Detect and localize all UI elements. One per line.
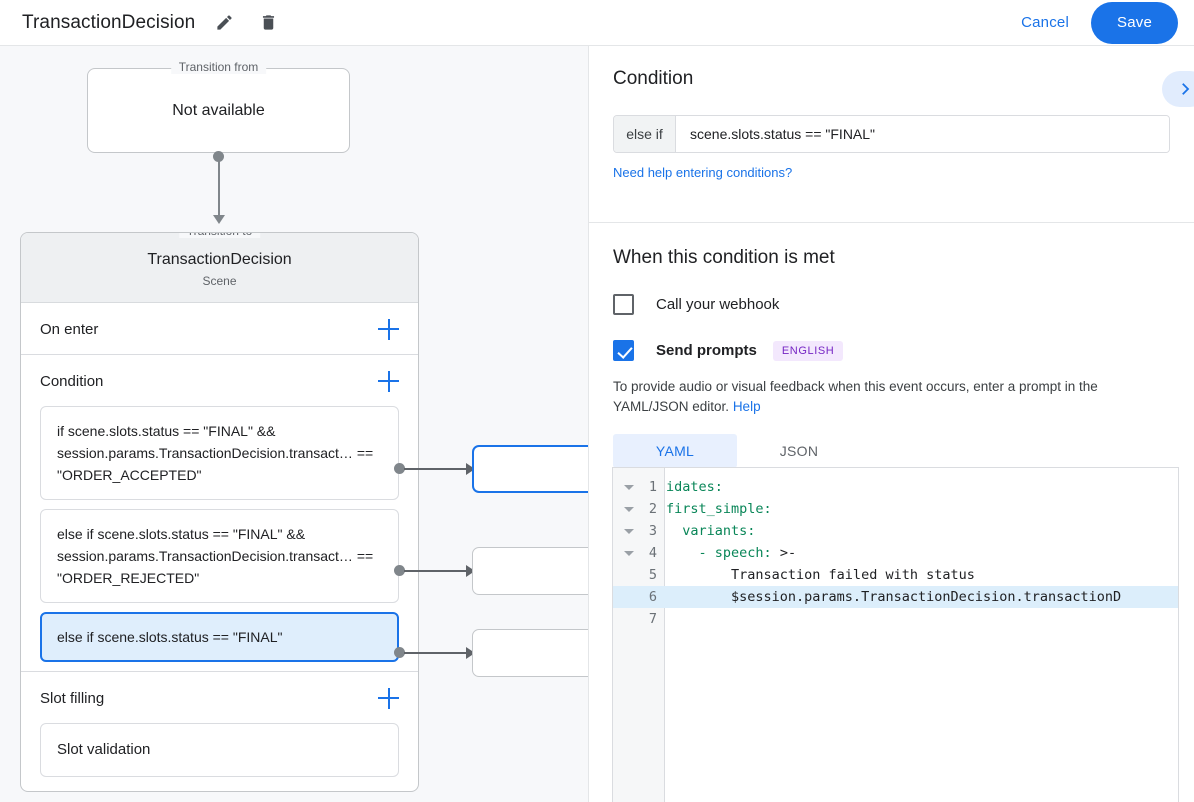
- section-condition-title: Condition: [40, 372, 104, 390]
- editor-line-code: idates:: [666, 479, 723, 495]
- transition-to-legend: Transition to: [178, 233, 261, 238]
- connector-line: [404, 652, 468, 654]
- trash-icon[interactable]: [253, 8, 283, 38]
- send-prompts-checkbox[interactable]: [613, 340, 634, 361]
- transition-from-body: Not available: [87, 68, 350, 153]
- editor-line-number: 6: [648, 589, 657, 605]
- editor-line-code: $session.params.TransactionDecision.tran…: [666, 589, 1122, 605]
- arrow-head-icon: [213, 215, 225, 224]
- scene-card-header: Transition to TransactionDecision Scene: [21, 233, 418, 303]
- section-on-enter-title: On enter: [40, 320, 99, 338]
- call-webhook-label: Call your webhook: [656, 296, 780, 313]
- target-box-2[interactable]: [472, 547, 588, 595]
- condition-list-item-selected[interactable]: else if scene.slots.status == "FINAL": [40, 612, 399, 662]
- prompts-description-text: To provide audio or visual feedback when…: [613, 379, 1098, 414]
- section-on-enter: On enter: [21, 303, 418, 355]
- transition-arrow: [213, 151, 225, 271]
- editor-line-code: Transaction failed with status: [666, 567, 975, 583]
- editor-line-number: 4: [648, 545, 657, 561]
- chevron-right-icon[interactable]: [1162, 71, 1194, 107]
- section-slot-filling-row: Slot filling: [21, 672, 418, 723]
- editor-line[interactable]: 7: [613, 608, 1178, 630]
- connector-3: [394, 646, 588, 661]
- target-box-3[interactable]: [472, 629, 588, 677]
- transition-from-box: Not available Transition from: [87, 60, 350, 153]
- pencil-icon[interactable]: [209, 8, 239, 38]
- send-prompts-row: Send prompts ENGLISH: [613, 340, 1171, 361]
- tab-yaml[interactable]: YAML: [613, 434, 737, 468]
- send-prompts-label: Send prompts: [656, 342, 757, 359]
- scene-card: Transition to TransactionDecision Scene …: [20, 232, 419, 792]
- section-condition: Condition if scene.slots.status == "FINA…: [21, 355, 418, 672]
- scene-title: TransactionDecision: [147, 251, 292, 268]
- connector-arrow-icon: [466, 462, 475, 475]
- transition-from-value: Not available: [172, 101, 265, 119]
- tab-json[interactable]: JSON: [779, 443, 819, 459]
- connector-dot: [394, 647, 405, 658]
- panel-top: Condition else if Need help entering con…: [589, 46, 1194, 182]
- connector-dot: [394, 565, 405, 576]
- editor-line[interactable]: 1 idates:: [613, 476, 1178, 498]
- panel-divider: [589, 222, 1194, 223]
- condition-field: else if: [613, 115, 1170, 153]
- page-title: TransactionDecision: [22, 11, 196, 33]
- section-condition-row: Condition: [21, 355, 418, 406]
- editor-line-number: 1: [648, 479, 657, 495]
- slot-validation-item[interactable]: Slot validation: [40, 723, 399, 777]
- connector-dot: [394, 463, 405, 474]
- connector-1: [394, 462, 588, 477]
- arrow-dot: [213, 151, 224, 162]
- condition-list-item[interactable]: else if scene.slots.status == "FINAL" &&…: [40, 509, 399, 603]
- condition-prefix-label: else if: [614, 116, 676, 152]
- target-box-1[interactable]: [472, 445, 588, 493]
- when-met-title: When this condition is met: [613, 247, 835, 268]
- prompts-help-link[interactable]: Help: [732, 399, 761, 414]
- cancel-button[interactable]: Cancel: [1009, 6, 1081, 39]
- transition-from-legend: Transition from: [170, 60, 267, 74]
- condition-input[interactable]: [676, 116, 1169, 152]
- editor-line[interactable]: 5 Transaction failed with status: [613, 564, 1178, 586]
- editor-line-number: 7: [648, 611, 657, 627]
- app-header: TransactionDecision Cancel Save: [0, 0, 1194, 46]
- editor-line[interactable]: 4 - speech: >-: [613, 542, 1178, 564]
- section-on-enter-row: On enter: [21, 303, 418, 354]
- editor-tabs: YAML JSON: [613, 434, 1171, 468]
- call-webhook-checkbox[interactable]: [613, 294, 634, 315]
- editor-line-code: - speech: >-: [698, 545, 797, 561]
- add-slot-filling-icon[interactable]: [378, 687, 400, 709]
- scene-canvas: Not available Transition from Transition…: [0, 46, 588, 802]
- add-on-enter-icon[interactable]: [378, 318, 400, 340]
- editor-line[interactable]: 6 $session.params.TransactionDecision.tr…: [613, 586, 1178, 608]
- section-slot-filling-title: Slot filling: [40, 689, 105, 707]
- condition-help-link[interactable]: Need help entering conditions?: [613, 165, 793, 180]
- condition-list-item[interactable]: if scene.slots.status == "FINAL" && sess…: [40, 406, 399, 500]
- add-condition-icon[interactable]: [378, 370, 400, 392]
- editor-line[interactable]: 2 first_simple:: [613, 498, 1178, 520]
- editor-line-number: 3: [648, 523, 657, 539]
- connector-arrow-icon: [466, 564, 475, 577]
- connector-line: [404, 570, 468, 572]
- connector-arrow-icon: [466, 646, 475, 659]
- connector-line: [404, 468, 468, 470]
- section-slot-filling: Slot filling Slot validation: [21, 672, 418, 777]
- editor-line[interactable]: 3 variants:: [613, 520, 1178, 542]
- editor-line-number: 5: [648, 567, 657, 583]
- save-button[interactable]: Save: [1091, 1, 1178, 44]
- editor-line-number: 2: [648, 501, 657, 517]
- editor-gutter: [613, 468, 665, 802]
- webhook-row: Call your webhook: [613, 294, 1171, 315]
- arrow-line: [218, 157, 220, 217]
- when-condition-met-section: When this condition is met Call your web…: [589, 223, 1194, 468]
- prompts-description: To provide audio or visual feedback when…: [613, 377, 1169, 417]
- connector-2: [394, 564, 588, 579]
- scene-subtitle: Scene: [202, 274, 237, 288]
- editor-line-code: first_simple:: [666, 501, 772, 517]
- language-badge: ENGLISH: [772, 340, 844, 361]
- panel-title: Condition: [613, 68, 694, 89]
- editor-line-code: variants:: [682, 523, 756, 539]
